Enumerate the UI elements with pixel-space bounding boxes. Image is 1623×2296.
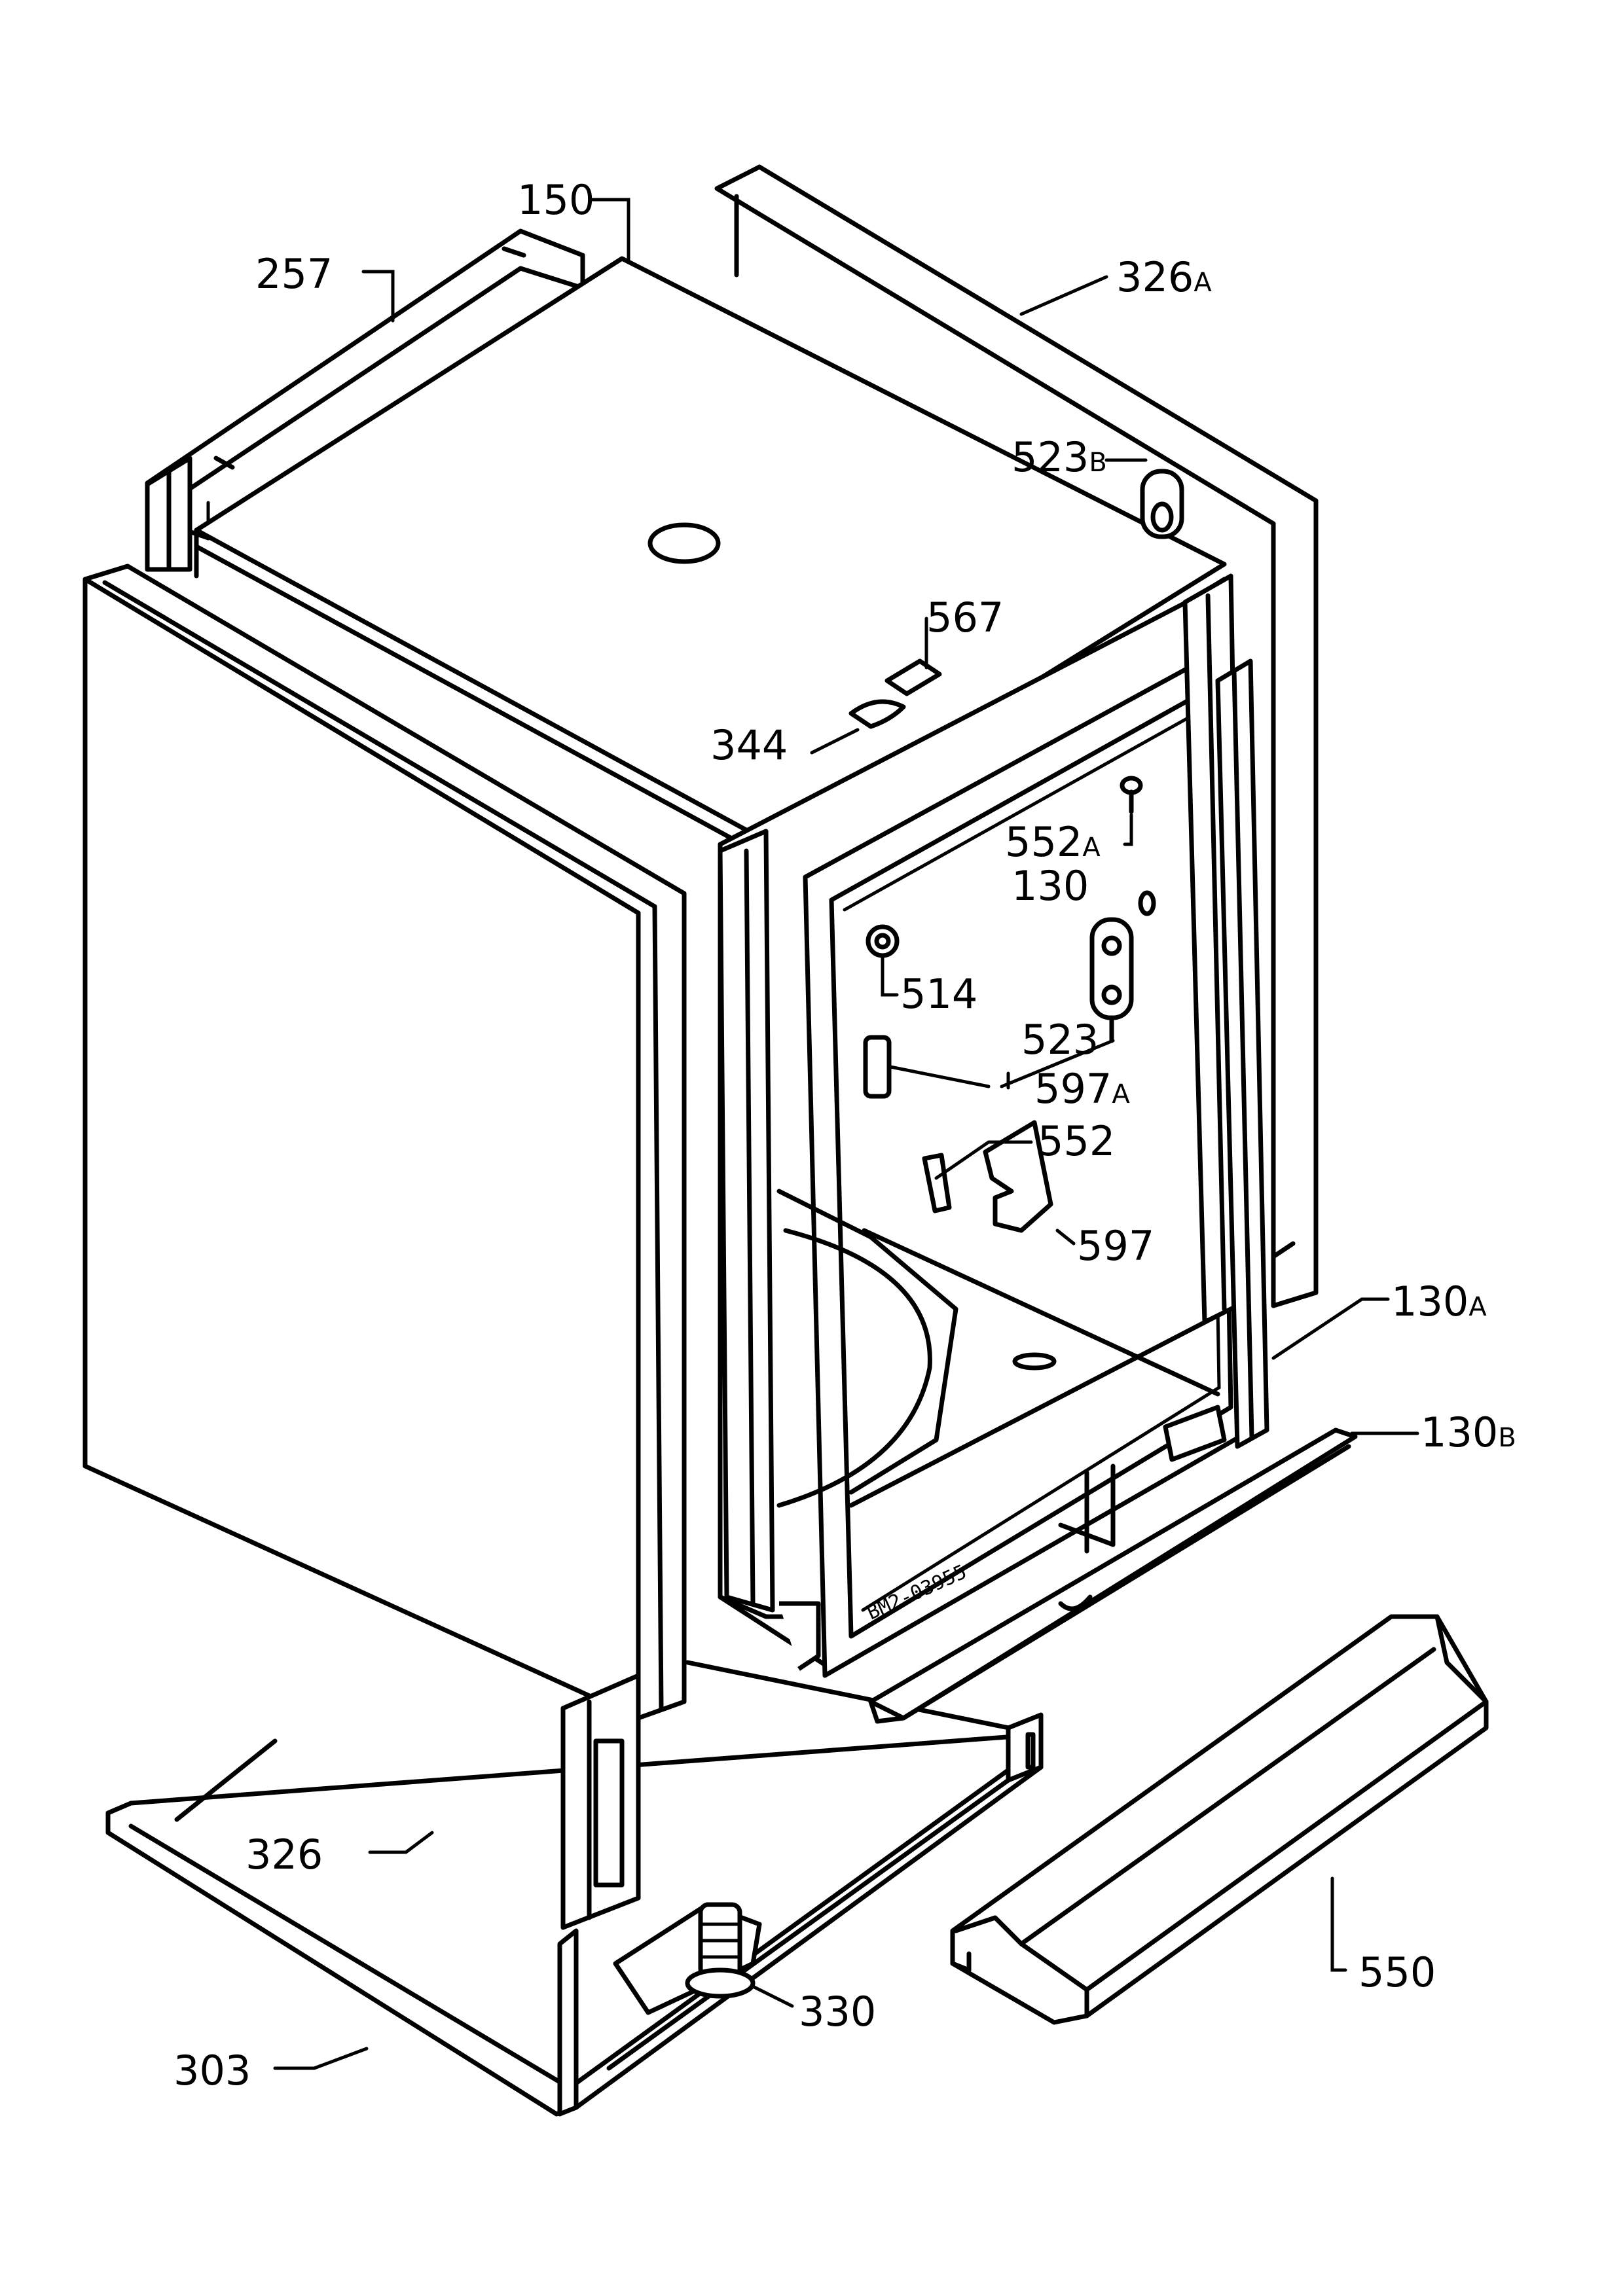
part-344-bracket (848, 699, 906, 729)
label-330: 330 (799, 1988, 876, 2036)
part-257-top-strip (145, 228, 585, 572)
label-550: 550 (1359, 1948, 1436, 1996)
label-257: 257 (255, 250, 333, 298)
part-523-hinge-bracket (1089, 917, 1134, 1043)
label-130: 130 (1012, 862, 1089, 910)
label-552a: 552A (1005, 818, 1101, 866)
label-523: 523 (1021, 1016, 1099, 1064)
part-130a-gasket-frame (1215, 658, 1269, 1449)
part-326a-side-panel (714, 164, 1319, 1308)
label-303: 303 (173, 2047, 251, 2094)
label-130b: 130B (1421, 1408, 1516, 1456)
label-523b: 523B (1012, 433, 1107, 481)
label-130a: 130A (1391, 1278, 1487, 1325)
label-326: 326 (246, 1831, 323, 1878)
part-326-side-panel (82, 564, 687, 1721)
label-597: 597 (1077, 1222, 1154, 1270)
part-597-lock-catch (983, 1120, 1053, 1233)
part-130-grommet (1138, 890, 1156, 916)
leader-lines (273, 198, 1419, 2070)
part-552-rod (922, 1153, 952, 1213)
labels: 150 257 326A 523B 567 344 552A 130 514 5… (173, 176, 1516, 2094)
label-597a: 597A (1034, 1065, 1130, 1113)
part-130b-trim-strip (868, 1427, 1358, 1724)
part-550-plinth (950, 1614, 1489, 2025)
part-523b-hinge (1140, 469, 1184, 539)
part-514-plug (866, 924, 900, 958)
label-514: 514 (900, 970, 977, 1018)
label-326a: 326A (1116, 253, 1212, 301)
part-330-adjustable-foot (685, 1902, 756, 1999)
part-597a-catch (863, 1035, 892, 1099)
label-344: 344 (710, 721, 788, 769)
part-552a-screw (1120, 776, 1143, 814)
label-567: 567 (926, 594, 1004, 641)
label-552: 552 (1038, 1117, 1115, 1165)
label-150: 150 (517, 176, 594, 224)
